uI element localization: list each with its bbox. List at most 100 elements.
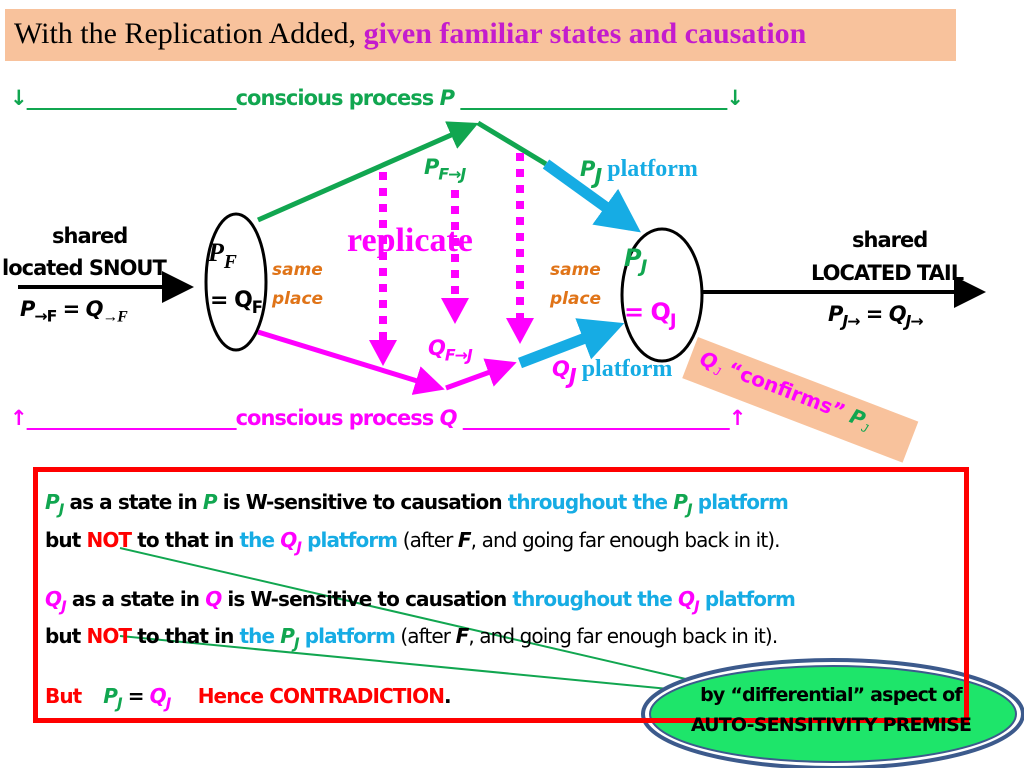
process-label: conscious process — [235, 86, 440, 110]
tail-label: LOCATED TAIL — [811, 261, 964, 285]
dash-line: ____________________________ — [460, 86, 727, 110]
hence-word: Hence — [197, 684, 270, 708]
snout-p: P — [20, 297, 35, 321]
tail-q: Q — [888, 302, 907, 326]
pfj-sub: F→J — [438, 164, 466, 184]
premise-label: by “differential” aspect of AUTO-SENSITI… — [668, 680, 994, 740]
same-text: same — [550, 260, 601, 280]
replicate-arrowhead-1 — [369, 340, 397, 366]
not-word: NOT — [86, 528, 132, 552]
text: to that in — [131, 528, 240, 552]
node-f-ellipse — [204, 212, 268, 352]
pj-platform-arrow — [542, 159, 641, 233]
down-arrow-icon: ↓ — [10, 86, 28, 110]
p-sub: J — [116, 694, 123, 713]
qv-sub: J — [296, 538, 302, 557]
text: is W-sensitive to causation — [216, 490, 508, 514]
replicate-arrowhead-3 — [506, 318, 534, 344]
pj-sub: J — [594, 164, 602, 189]
qj-node-sub: J — [669, 310, 677, 332]
pv: P — [673, 490, 688, 514]
replicate-arrowhead-2 — [441, 298, 469, 324]
pj-platform-label: PJ platform — [580, 156, 698, 188]
f-var: F — [457, 528, 472, 552]
tail-equation: PJ→ = QJ→ — [828, 302, 924, 331]
text: the — [239, 624, 281, 648]
callout-line-1 — [119, 547, 691, 681]
same-text: same — [272, 260, 323, 280]
replicate-label: replicate — [347, 222, 473, 259]
slide-title: With the Replication Added, given famili… — [14, 17, 806, 51]
magenta-path-down — [257, 329, 445, 395]
dash-line: ______________________ — [26, 406, 237, 430]
up-arrow-icon: ↑ — [728, 406, 747, 430]
snout-equation: P→F = Q→F — [20, 297, 128, 327]
proc: Q — [205, 587, 222, 611]
equals: = — [121, 684, 150, 708]
pfj-label: PF→J — [424, 155, 466, 184]
pj-node-base: P — [624, 244, 642, 272]
same-place-left: same place — [272, 256, 323, 314]
qf-sub: F — [251, 297, 263, 317]
snout-label: located SNOUT — [2, 256, 167, 280]
title-prefix: With the Replication Added, — [14, 17, 364, 50]
node-f-top: PF — [208, 238, 237, 274]
tail-q-sub: J→ — [905, 311, 924, 331]
qfj-sub: F→J — [444, 345, 473, 365]
text: , and going far enough back in it). — [470, 528, 781, 552]
para1-line1: PJ as a state in P is W-sensitive to cau… — [45, 490, 789, 519]
pv-sub: J — [293, 634, 300, 653]
qv: Q — [280, 528, 297, 552]
qf-base: = Q — [210, 288, 253, 313]
f-var: F — [455, 624, 470, 648]
qfj-label: QF→J — [428, 336, 473, 365]
text: platform — [298, 624, 396, 648]
text: platform — [691, 490, 789, 514]
text: but — [45, 528, 87, 552]
p: P — [103, 684, 118, 708]
up-arrow-icon: ↑ — [10, 406, 28, 430]
conclusion-line: But PJ = QJ Hence CONTRADICTION. — [45, 684, 452, 713]
text: the — [239, 528, 281, 552]
premise-line2: AUTO-SENSITIVITY PREMISE — [690, 714, 972, 736]
dash-line: ______________________ — [26, 86, 237, 110]
para2-line1: QJ as a state in Q is W-sensitive to cau… — [45, 587, 796, 616]
dash-line: ____________________________ — [462, 406, 730, 430]
text: is W-sensitive to causation — [221, 587, 513, 611]
q: Q — [149, 684, 167, 708]
subj-sub: J — [58, 500, 65, 519]
place-text: place — [550, 289, 602, 309]
node-j-ellipse — [620, 227, 704, 363]
qj-platform-label: QJ platform — [552, 356, 672, 388]
text: but — [45, 624, 87, 648]
proc: P — [202, 490, 218, 514]
text: platform — [301, 528, 398, 552]
snout-p-sub: →F — [34, 306, 57, 326]
tail-p-sub: J→ — [842, 311, 860, 331]
platform-text: platform — [601, 156, 698, 182]
down-arrow-icon: ↓ — [726, 86, 744, 110]
text: , and going far enough back in it). — [468, 624, 778, 648]
subj: P — [45, 490, 60, 514]
text: to that in — [131, 624, 240, 648]
qfj-base: Q — [428, 336, 446, 360]
qv-sub: J — [694, 597, 700, 616]
pj-base: P — [580, 157, 595, 181]
qj-base: Q — [552, 357, 570, 381]
green-path-up — [256, 121, 479, 223]
text: throughout the — [507, 490, 674, 514]
q-sub: J — [165, 694, 172, 713]
same-place-right: same place — [550, 256, 601, 314]
text: (after — [397, 528, 458, 552]
platform-text: platform — [575, 356, 673, 382]
process-label: conscious process — [235, 406, 440, 430]
para2-line2: but NOT to that in the PJ platform (afte… — [45, 624, 778, 653]
qj-node-base: = Q — [624, 298, 671, 326]
process-var: P — [439, 86, 455, 110]
pf-sub: F — [223, 251, 237, 273]
text: platform — [698, 587, 796, 611]
tail-shared: shared — [852, 228, 928, 252]
premise-ellipse — [649, 665, 1017, 763]
pv: P — [280, 624, 295, 648]
